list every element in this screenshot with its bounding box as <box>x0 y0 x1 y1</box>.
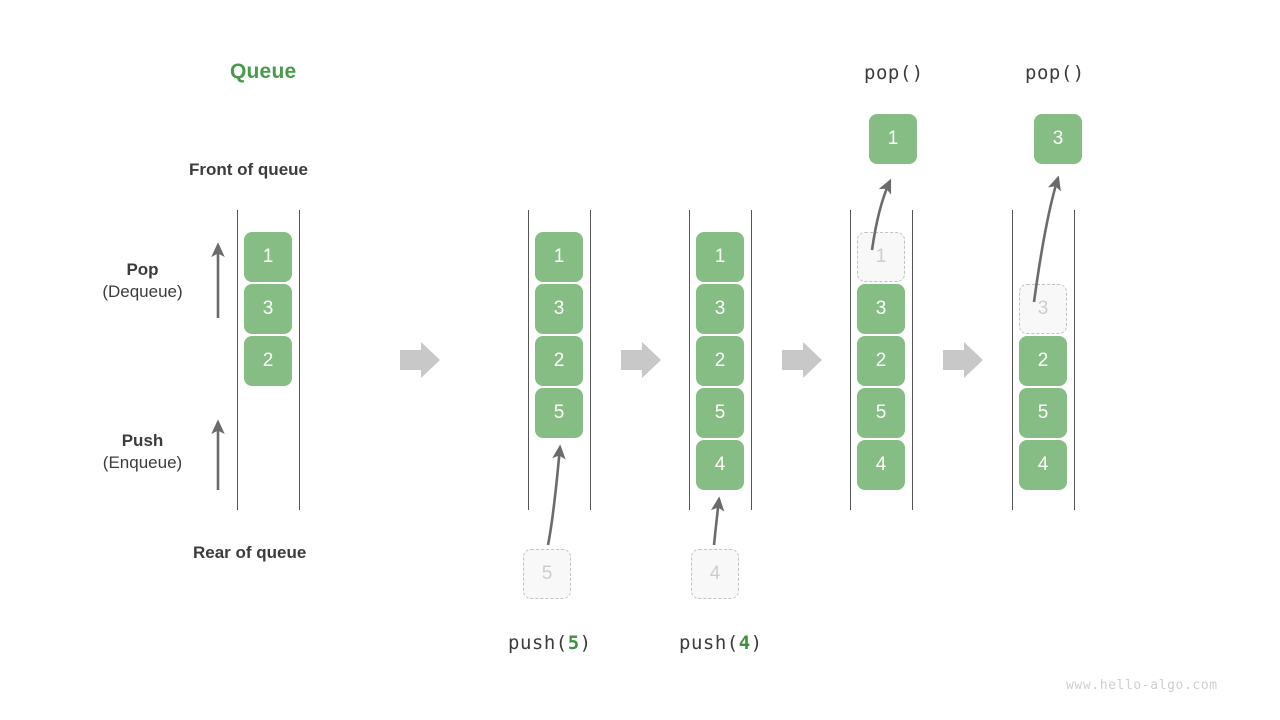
pop-call-label: pop() <box>864 62 924 84</box>
queue-cell: 1 <box>244 232 292 282</box>
rear-of-queue-label: Rear of queue <box>193 543 307 562</box>
rail-left <box>850 210 851 510</box>
queue-cell: 4 <box>1019 440 1067 490</box>
push-move-arrow-icon <box>546 444 566 546</box>
push-move-arrow-icon <box>710 496 725 546</box>
pop-label-secondary: (Dequeue) <box>102 282 183 302</box>
rail-right <box>912 210 913 510</box>
incoming-ghost-cell: 4 <box>691 549 739 599</box>
queue-cell: 3 <box>244 284 292 334</box>
step-arrow-icon <box>782 342 822 378</box>
queue-cell: 2 <box>535 336 583 386</box>
queue-cell: 3 <box>696 284 744 334</box>
front-of-queue-label: Front of queue <box>189 160 308 179</box>
step-arrow-icon <box>400 342 440 378</box>
queue-cell: 5 <box>696 388 744 438</box>
panel-caption: push(5) <box>508 632 592 654</box>
queue-cell: 5 <box>535 388 583 438</box>
caption-tail: ) <box>579 632 592 654</box>
queue-cell: 2 <box>244 336 292 386</box>
queue-cell: 5 <box>857 388 905 438</box>
rail-right <box>751 210 752 510</box>
queue-cell: 1 <box>696 232 744 282</box>
queue-cell: 5 <box>1019 388 1067 438</box>
queue-cell: 3 <box>1019 284 1067 334</box>
caption-arg: 4 <box>738 632 751 654</box>
queue-cell: 4 <box>696 440 744 490</box>
watermark: www.hello-algo.com <box>1066 678 1218 693</box>
queue-cell: 4 <box>857 440 905 490</box>
rail-left <box>528 210 529 510</box>
rail-left <box>689 210 690 510</box>
queue-cell: 1 <box>857 232 905 282</box>
push-label-primary: Push <box>121 431 164 450</box>
panel-caption: push(4) <box>679 632 763 654</box>
caption-head: push( <box>508 632 568 654</box>
queue-cell: 3 <box>857 284 905 334</box>
queue-cell: 2 <box>696 336 744 386</box>
push-enqueue-label: Push (Enqueue) <box>60 430 225 475</box>
caption-arg: 5 <box>567 632 580 654</box>
step-arrow-icon <box>621 342 661 378</box>
rail-right <box>590 210 591 510</box>
popped-cell: 3 <box>1034 114 1082 164</box>
pop-label-primary: Pop <box>126 260 159 279</box>
rail-right <box>1074 210 1075 510</box>
incoming-ghost-cell: 5 <box>523 549 571 599</box>
queue-cell: 3 <box>535 284 583 334</box>
diagram-title: Queue <box>230 60 297 83</box>
rail-left <box>1012 210 1013 510</box>
pop-call-label: pop() <box>1025 62 1085 84</box>
pop-dequeue-label: Pop (Dequeue) <box>60 259 225 304</box>
popped-cell: 1 <box>869 114 917 164</box>
queue-cell: 2 <box>857 336 905 386</box>
step-arrow-icon <box>943 342 983 378</box>
caption-head: push( <box>679 632 739 654</box>
rail-right <box>299 210 300 510</box>
queue-cell: 1 <box>535 232 583 282</box>
rail-left <box>237 210 238 510</box>
queue-cell: 2 <box>1019 336 1067 386</box>
caption-tail: ) <box>750 632 763 654</box>
push-label-secondary: (Enqueue) <box>102 453 183 473</box>
